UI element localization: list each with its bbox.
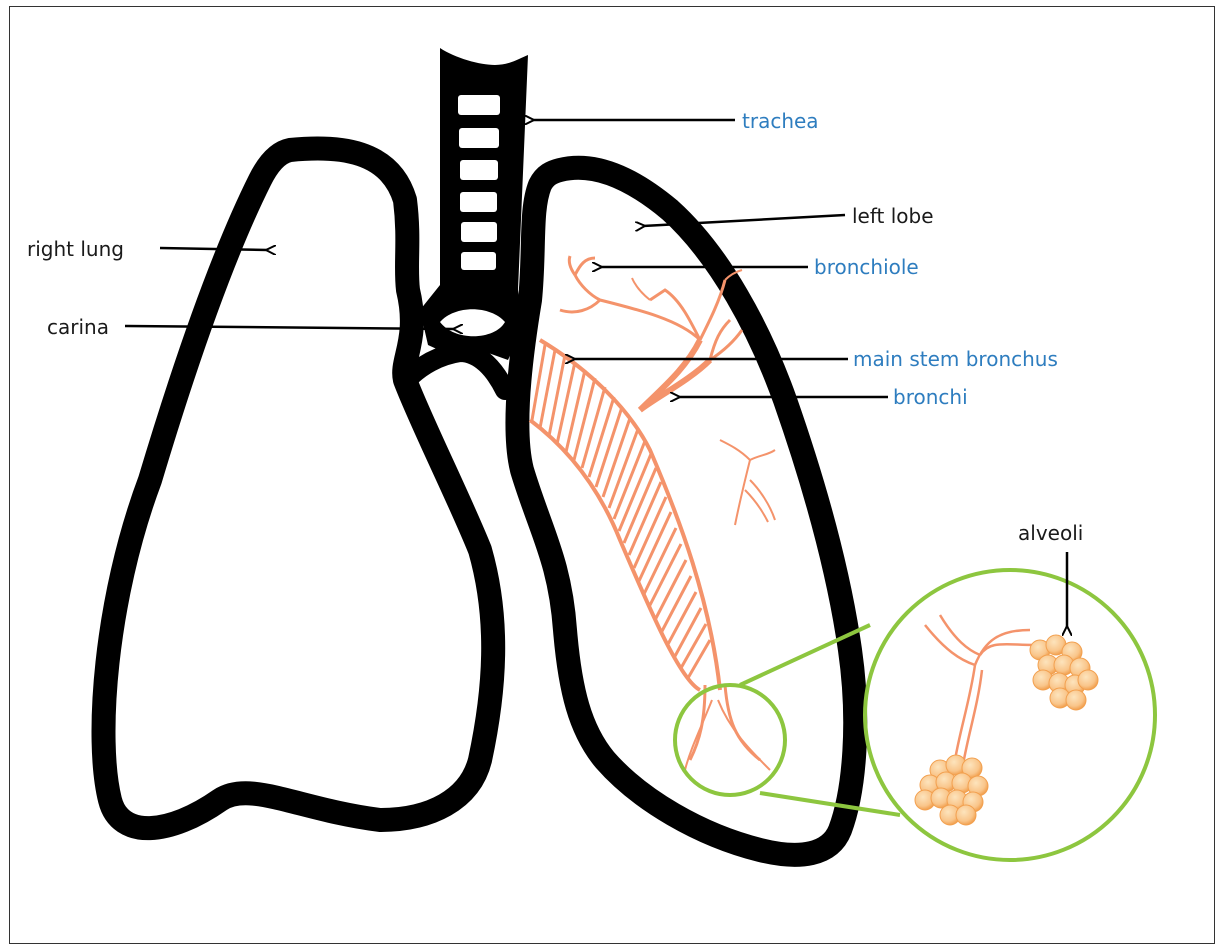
label-left-lobe: left lobe bbox=[852, 204, 934, 228]
label-bronchi: bronchi bbox=[893, 385, 968, 409]
label-bronchiole: bronchiole bbox=[814, 255, 919, 279]
zoomed-bronchioles bbox=[925, 615, 1035, 765]
label-main-stem-bronchus: main stem bronchus bbox=[853, 347, 1058, 371]
label-right-lung: right lung bbox=[27, 237, 124, 261]
right-lung-outline bbox=[103, 148, 493, 828]
label-carina: carina bbox=[47, 315, 109, 339]
pointer-arrows bbox=[125, 120, 1067, 628]
alveoli-cluster-lower bbox=[915, 755, 988, 825]
right-lung-arrow-icon bbox=[160, 248, 268, 250]
left-lung-outline bbox=[517, 168, 855, 855]
magnifier bbox=[675, 570, 1155, 860]
carina-fork bbox=[405, 352, 505, 390]
label-alveoli: alveoli bbox=[1018, 521, 1083, 545]
label-trachea: trachea bbox=[742, 109, 819, 133]
alveoli-cluster-upper bbox=[1030, 635, 1098, 710]
trachea bbox=[420, 48, 528, 360]
